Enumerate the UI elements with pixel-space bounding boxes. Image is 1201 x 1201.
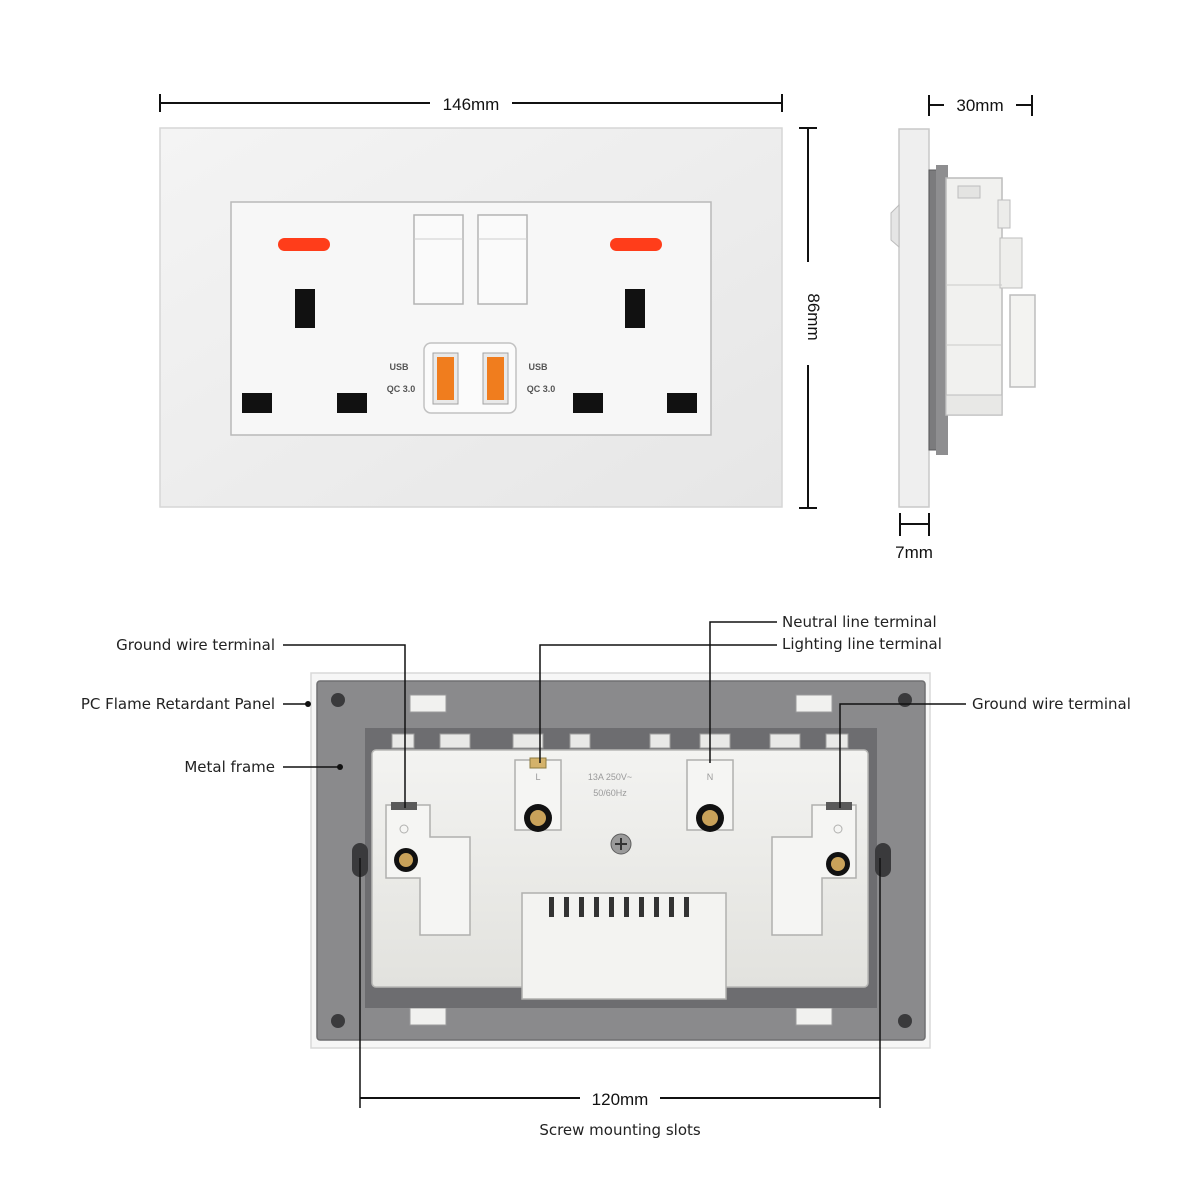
rating-line1: 13A 250V~	[588, 772, 632, 782]
label-neutral: Neutral line terminal	[782, 613, 937, 631]
right-indicator-light	[610, 238, 662, 251]
spacing-label: 120mm	[592, 1090, 649, 1109]
label-screw-slots: Screw mounting slots	[539, 1121, 701, 1139]
leader-lines	[283, 621, 966, 808]
usb-port-left	[437, 357, 454, 400]
rating-line2: 50/60Hz	[593, 788, 627, 798]
right-earth-hole	[625, 289, 645, 328]
left-neutral-hole	[337, 393, 367, 413]
side-dimension-30: 30mm	[928, 95, 1033, 116]
live-mark: L	[535, 772, 540, 782]
depth-label: 30mm	[956, 96, 1003, 115]
front-dimension-146: 146mm	[159, 94, 783, 114]
left-rocker-switch	[413, 214, 464, 305]
side-view	[890, 128, 1036, 508]
thickness-label: 7mm	[895, 543, 933, 562]
label-ground-right: Ground wire terminal	[972, 695, 1131, 713]
usb-spec-right: QC 3.0	[527, 384, 556, 394]
left-earth-hole	[295, 289, 315, 328]
side-plate-edge	[898, 128, 930, 508]
usb-spec-left: QC 3.0	[387, 384, 416, 394]
leader-dots	[305, 701, 343, 770]
width-label: 146mm	[443, 95, 500, 114]
usb-label-left: USB	[389, 362, 409, 372]
side-dimension-7: 7mm	[895, 513, 933, 562]
right-rocker-switch	[477, 214, 528, 305]
neutral-mark: N	[707, 772, 714, 782]
left-live-hole	[242, 393, 272, 413]
label-ground-left: Ground wire terminal	[116, 636, 275, 654]
usb-label-right: USB	[528, 362, 548, 372]
usb-port-right	[487, 357, 504, 400]
front-dimension-86: 86mm	[799, 127, 823, 509]
label-pc-panel: PC Flame Retardant Panel	[81, 695, 275, 713]
screw-dimension-120: 120mm	[359, 858, 881, 1109]
label-metal-frame: Metal frame	[184, 758, 275, 776]
left-indicator-light	[278, 238, 330, 251]
height-label: 86mm	[804, 293, 823, 340]
back-view: L N 13A 250V~ 50/60Hz	[310, 672, 931, 1049]
label-lighting: Lighting line terminal	[782, 635, 942, 653]
right-live-hole	[573, 393, 603, 413]
right-neutral-hole	[667, 393, 697, 413]
front-plate: USB QC 3.0 USB QC 3.0	[159, 127, 783, 508]
